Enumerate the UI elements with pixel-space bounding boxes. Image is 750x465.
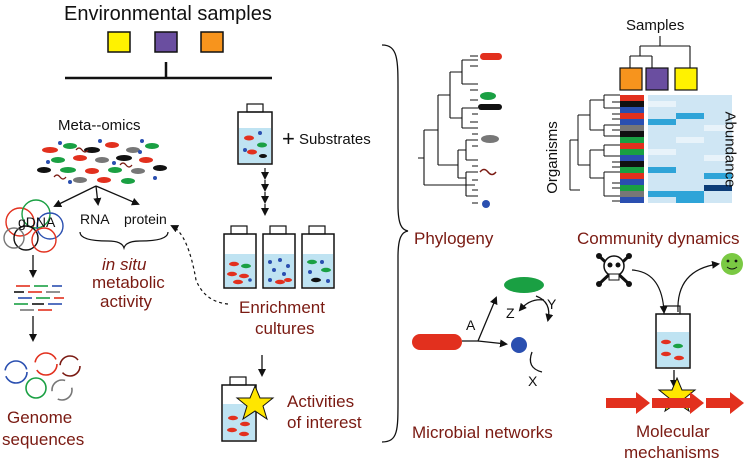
genome-label-line2: sequences: [2, 430, 85, 449]
phylogeny-tip-organisms: [478, 53, 502, 208]
activities-label-line1: Activities: [287, 392, 355, 411]
substrate-tube-icon: [237, 103, 273, 165]
organisms-label: Organisms: [543, 121, 561, 194]
genome-circles: [4, 352, 81, 401]
sample-purple-square: [154, 31, 178, 53]
samples-tree: [629, 36, 691, 68]
molecular-label-line2: mechanisms: [624, 443, 720, 462]
section-brace: [381, 44, 409, 443]
smiley-icon: [721, 253, 743, 275]
network-organism-a: [412, 334, 462, 350]
node-x-label: X: [528, 373, 538, 389]
abundance-heatmap: [648, 95, 732, 203]
protein-label: protein: [124, 211, 167, 227]
enrichment-label-line2: cultures: [255, 319, 315, 338]
activities-label-line2: of interest: [287, 413, 362, 432]
community-dynamics-label: Community dynamics: [577, 229, 740, 248]
environmental-sample-squares: [107, 31, 224, 53]
abundance-label: Abundance: [721, 111, 739, 188]
microbial-network: [412, 277, 554, 373]
feedback-dashed-arrow: [170, 225, 229, 305]
enrichment-tube-1: [223, 225, 257, 289]
environmental-samples-title: Environmental samples: [64, 3, 272, 25]
organism-color-strip: [620, 95, 644, 203]
community-sample-squares: [619, 67, 698, 91]
enrichment-tube-3: [301, 225, 335, 289]
gdna-label: gDNA: [18, 214, 56, 230]
node-z-label: Z: [506, 305, 515, 321]
rna-label: RNA: [80, 211, 110, 227]
in-situ-label: in situ: [102, 255, 147, 274]
node-a-label: A: [466, 317, 476, 333]
activity-tube-icon: [221, 376, 275, 442]
metabolic-label: metabolic: [92, 273, 165, 292]
samples-label: Samples: [626, 17, 685, 34]
enrichment-label-line1: Enrichment: [239, 298, 325, 317]
network-green-organism: [504, 277, 544, 293]
sample-yellow-square: [107, 31, 131, 53]
skull-crossbones-icon: [596, 253, 632, 287]
gdna-circles: [3, 199, 64, 253]
plus-sign: +: [282, 126, 295, 151]
meta-omics-mixture: [37, 139, 167, 184]
activity-label: activity: [100, 292, 152, 311]
substrates-label: Substrates: [299, 131, 371, 148]
organisms-tree: [569, 94, 620, 202]
star-icon: [235, 384, 275, 421]
microbial-networks-label: Microbial networks: [412, 423, 553, 442]
phylogeny-tree: [418, 55, 478, 204]
molecular-label-line1: Molecular: [636, 422, 710, 441]
node-y-label: Y: [547, 296, 557, 312]
genome-label-line1: Genome: [7, 408, 73, 427]
gene-arrows: [606, 392, 744, 414]
network-blue-organism: [511, 337, 527, 353]
omics-brace: [79, 231, 169, 251]
sequence-reads: [14, 285, 64, 311]
mechanism-tube-icon: [655, 305, 691, 369]
sample-fork: [65, 62, 272, 80]
omics-split-arrows: [53, 185, 140, 207]
sample-orange-square: [200, 31, 224, 53]
enrichment-tube-2: [262, 225, 296, 289]
phylogeny-label: Phylogeny: [414, 229, 494, 248]
meta-omics-label: Meta--omics: [58, 117, 141, 134]
